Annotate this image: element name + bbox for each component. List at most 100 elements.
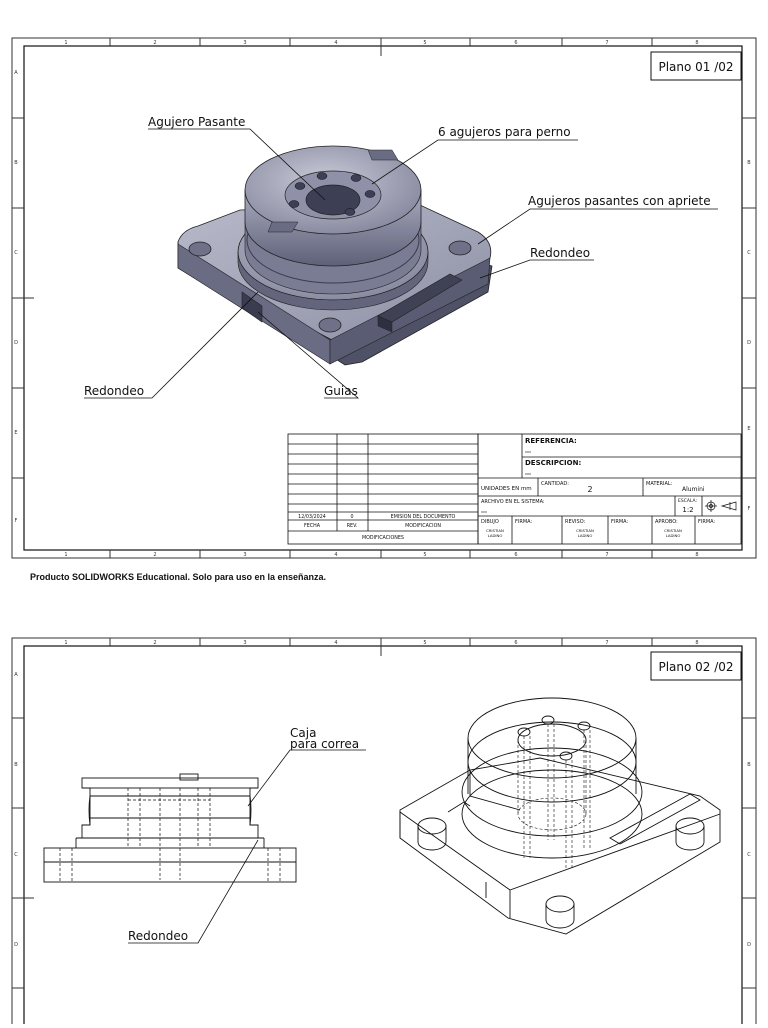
tb-firma-2: FIRMA: <box>611 519 628 525</box>
educational-notice: Producto SOLIDWORKS Educational. Solo pa… <box>30 572 327 582</box>
callout-caja-line1: Caja <box>290 726 316 740</box>
part-isometric-shaded <box>177 145 493 366</box>
rev-header-mod: MODIFICACION <box>405 523 441 529</box>
tb-unidades: UNIDADES EN mm <box>481 486 532 492</box>
col-label: 1 <box>64 552 67 558</box>
col-label: 8 <box>695 552 698 558</box>
tb-aprobo-name-2: LADINO <box>666 533 681 538</box>
tb-archivo: ARCHIVO EN EL SISTEMA: <box>481 499 545 505</box>
row-label: F <box>748 506 751 512</box>
inner-frame <box>23 645 743 1028</box>
row-label: E <box>747 426 750 432</box>
row-labels-right: B C D E F <box>747 160 751 512</box>
tb-reviso-name-1: CRISTIAN <box>576 528 594 533</box>
tb-referencia: REFERENCIA: <box>525 437 577 445</box>
col-label: 6 <box>514 640 517 646</box>
tb-firma-3: FIRMA: <box>698 519 715 525</box>
row-label: D <box>14 340 18 346</box>
row-labels-right: B C D <box>747 762 751 948</box>
col-label: 2 <box>153 40 156 46</box>
title-block <box>477 433 742 545</box>
rev-header-fecha: FECHA <box>304 523 321 529</box>
row-label: F <box>15 518 18 524</box>
zone-ticks <box>12 638 756 989</box>
row-label: E <box>14 430 17 436</box>
tb-dibujo-name-2: LADINO <box>488 533 503 538</box>
callout-caja-line2: para correa <box>290 737 359 751</box>
row-label: B <box>14 762 18 768</box>
tb-aprobo-label: APROBO: <box>655 519 678 525</box>
col-label: 4 <box>334 552 337 558</box>
tb-cantidad-value: 2 <box>587 485 592 494</box>
col-label: 5 <box>423 40 426 46</box>
callout-redondeo-right: Redondeo <box>530 246 590 260</box>
row-label: B <box>747 762 751 768</box>
callout-leaders <box>84 128 718 399</box>
col-label: 2 <box>153 640 156 646</box>
tb-firma-1: FIRMA: <box>515 519 532 525</box>
tb-cantidad-label: CANTIDAD: <box>541 481 569 487</box>
col-label: 5 <box>423 640 426 646</box>
row-label: C <box>747 852 751 858</box>
col-label: 1 <box>64 640 67 646</box>
tb-material-label: MATERIAL: <box>646 481 673 487</box>
tb-material-value: Alumini <box>682 486 705 493</box>
col-label: 8 <box>695 640 698 646</box>
plano-label: Plano 02 /02 <box>658 660 733 674</box>
col-label: 5 <box>423 552 426 558</box>
tb-reviso-name-2: LADINO <box>578 533 593 538</box>
row-label: C <box>747 250 751 256</box>
col-label: 4 <box>334 40 337 46</box>
tb-dibujo-label: DIBUJO <box>481 519 499 525</box>
col-label: 1 <box>64 40 67 46</box>
row-label: A <box>14 672 18 678</box>
front-view-hidden-lines <box>59 788 281 882</box>
tb-escala-label: ESCALA: <box>678 498 697 504</box>
callout-agujero-pasante: Agujero Pasante <box>148 115 245 129</box>
row-labels-left: A B C D E F <box>14 70 18 524</box>
isometric-wireframe-view <box>399 697 721 935</box>
callout-leaders <box>128 749 366 944</box>
isometric-hidden-lines <box>517 724 591 870</box>
col-label: 7 <box>605 552 608 558</box>
col-label: 6 <box>514 552 517 558</box>
tb-aprobo-name-1: CRISTIAN <box>664 528 682 533</box>
tb-escala-value: 1:2 <box>682 506 693 514</box>
plano-label: Plano 01 /02 <box>658 60 733 74</box>
column-labels-top: 1 2 3 4 5 6 7 8 <box>64 640 698 646</box>
tb-reviso-label: REVISO: <box>565 519 586 525</box>
rev-date: 12/03/2024 <box>298 514 326 520</box>
callout-guias: Guias <box>324 384 358 398</box>
callout-agujeros-perno: 6 agujeros para perno <box>438 125 571 139</box>
rev-desc: EMISION DEL DOCUMENTO <box>391 514 456 520</box>
sheet-2-canvas: 1 2 3 4 5 6 7 8 A B C D B C D Plano 02 /… <box>11 637 757 1028</box>
col-label: 3 <box>243 40 246 46</box>
column-labels-bottom: 1 2 3 4 5 6 7 8 <box>64 552 698 558</box>
sheet-1-canvas: 1 2 3 4 5 6 7 8 1 2 3 4 5 6 7 8 A B C D … <box>11 37 757 559</box>
zone-ticks <box>12 38 756 558</box>
column-labels-top: 1 2 3 4 5 6 7 8 <box>64 40 698 46</box>
plano-box <box>650 51 742 81</box>
drawing-sheet-2: 1 2 3 4 5 6 7 8 A B C D B C D Plano 02 /… <box>0 600 768 1028</box>
drawing-sheet-1: 1 2 3 4 5 6 7 8 1 2 3 4 5 6 7 8 A B C D … <box>11 37 757 559</box>
col-label: 3 <box>243 552 246 558</box>
row-label: A <box>14 70 18 76</box>
col-label: 3 <box>243 640 246 646</box>
tb-descripcion: DESCRIPCION: <box>525 459 581 467</box>
col-label: 8 <box>695 40 698 46</box>
row-label: B <box>14 160 18 166</box>
revision-table <box>287 433 479 545</box>
row-label: C <box>14 250 18 256</box>
col-label: 2 <box>153 552 156 558</box>
row-label: D <box>747 942 751 948</box>
row-label: B <box>747 160 751 166</box>
callout-redondeo-left: Redondeo <box>84 384 144 398</box>
row-label: C <box>14 852 18 858</box>
col-label: 7 <box>605 640 608 646</box>
outer-frame <box>11 637 757 1028</box>
callout-agujeros-apriete: Agujeros pasantes con apriete <box>528 194 711 208</box>
tb-dibujo-name-1: CRISTIAN <box>486 528 504 533</box>
col-label: 6 <box>514 40 517 46</box>
row-label: D <box>14 942 18 948</box>
row-label: D <box>747 340 751 346</box>
